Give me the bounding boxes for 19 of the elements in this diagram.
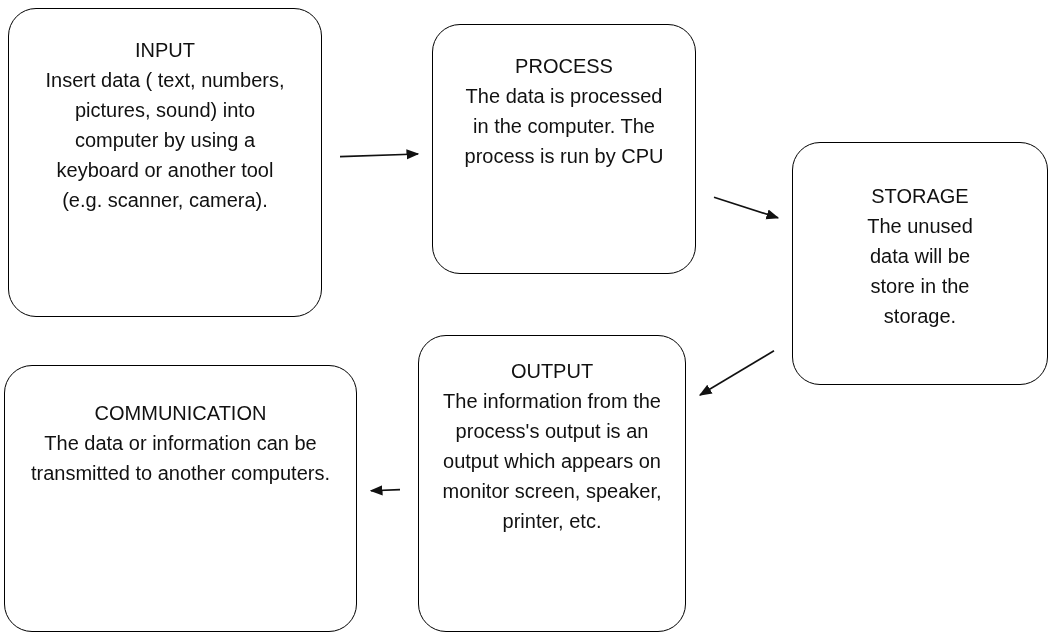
process-box	[8, 8, 322, 317]
process-box	[418, 335, 686, 632]
box-heading: COMMUNICATION	[94, 401, 267, 426]
box-heading: PROCESS	[515, 54, 613, 79]
box-description: The unused data will be store in the storage.	[866, 214, 974, 329]
process-box	[4, 365, 357, 632]
process-box	[792, 142, 1048, 385]
arrow	[713, 196, 780, 220]
process-box	[432, 24, 696, 274]
box-heading: OUTPUT	[510, 359, 594, 384]
box-heading: STORAGE	[871, 184, 969, 209]
box-description: The data or information can be transmitted to another computers.	[29, 431, 331, 486]
box-description: The data is processed in the computer. The process is run by CPU	[464, 84, 664, 169]
box-description: The information from the process's output is an output which appears on monitor screen, speaker, printer, etc.	[441, 389, 663, 534]
arrow	[339, 149, 420, 160]
arrow	[698, 349, 775, 396]
arrow	[369, 485, 401, 496]
box-description: Insert data ( text, numbers, pictures, sound) into computer by using a keyboard or another tool (e.g. scanner, camera).	[44, 68, 286, 213]
box-heading: INPUT	[135, 38, 195, 63]
